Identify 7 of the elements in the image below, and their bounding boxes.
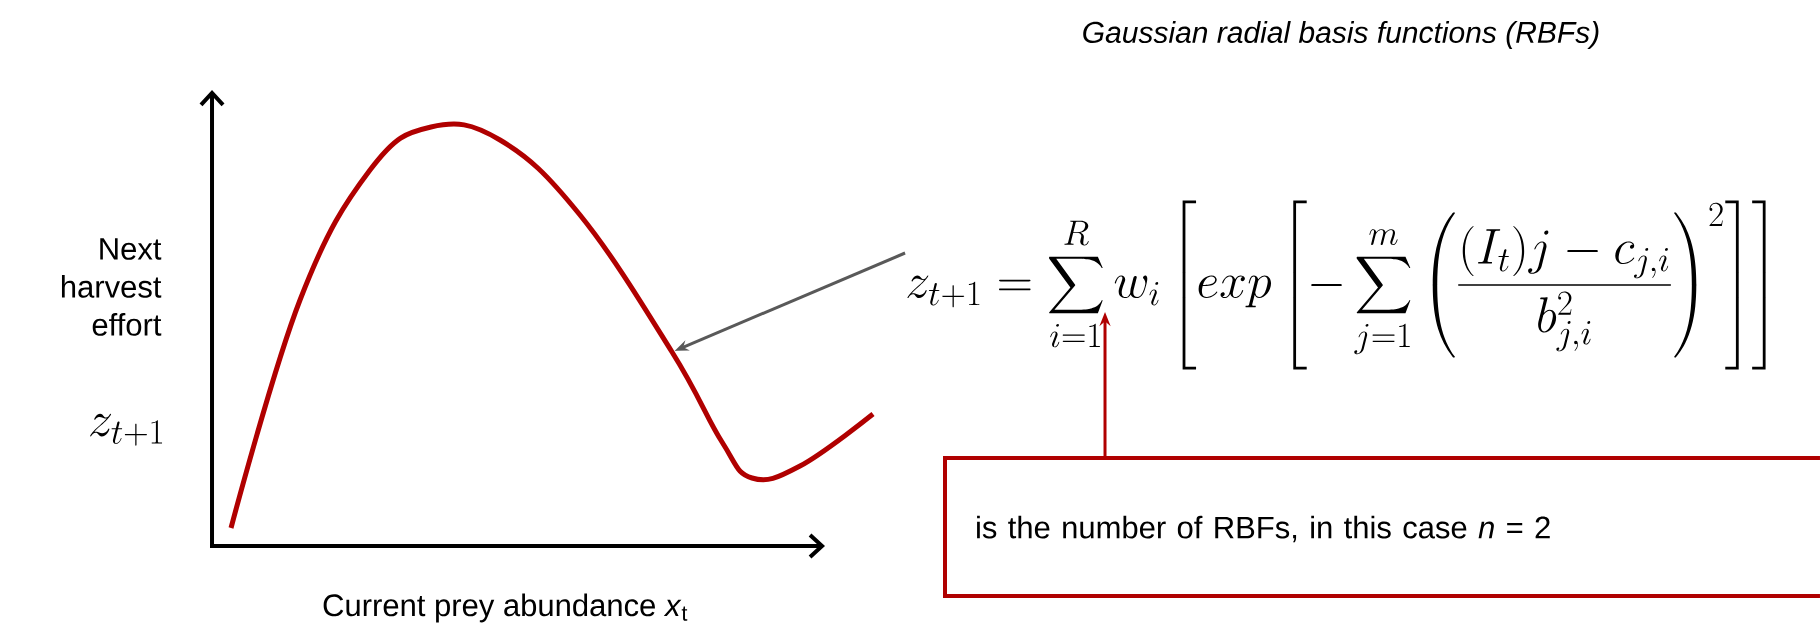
axis-label: $z_{t+1}$ [90, 413, 163, 446]
formula: $z_{t+1} = \sum_{i=1}^{R} w_i \left[ exp \left[ -\sum_{j=1}^{m} \left( \frac{(I_t)j - c_{j,i}}{b_{j,i}^2} \right)^2 \right] \right]$ [907, 200, 1766, 370]
callout-box: is the number of RBFs, in this case n = 2 [943, 456, 1820, 598]
axis-label: Current prey abundance x$_{t}$ [323, 593, 688, 623]
axis-label: Next harvest effort [61, 238, 162, 336]
title: Gaussian radial basis functions (RBFs) [1083, 21, 1599, 49]
curve-drawing [228, 121, 875, 529]
